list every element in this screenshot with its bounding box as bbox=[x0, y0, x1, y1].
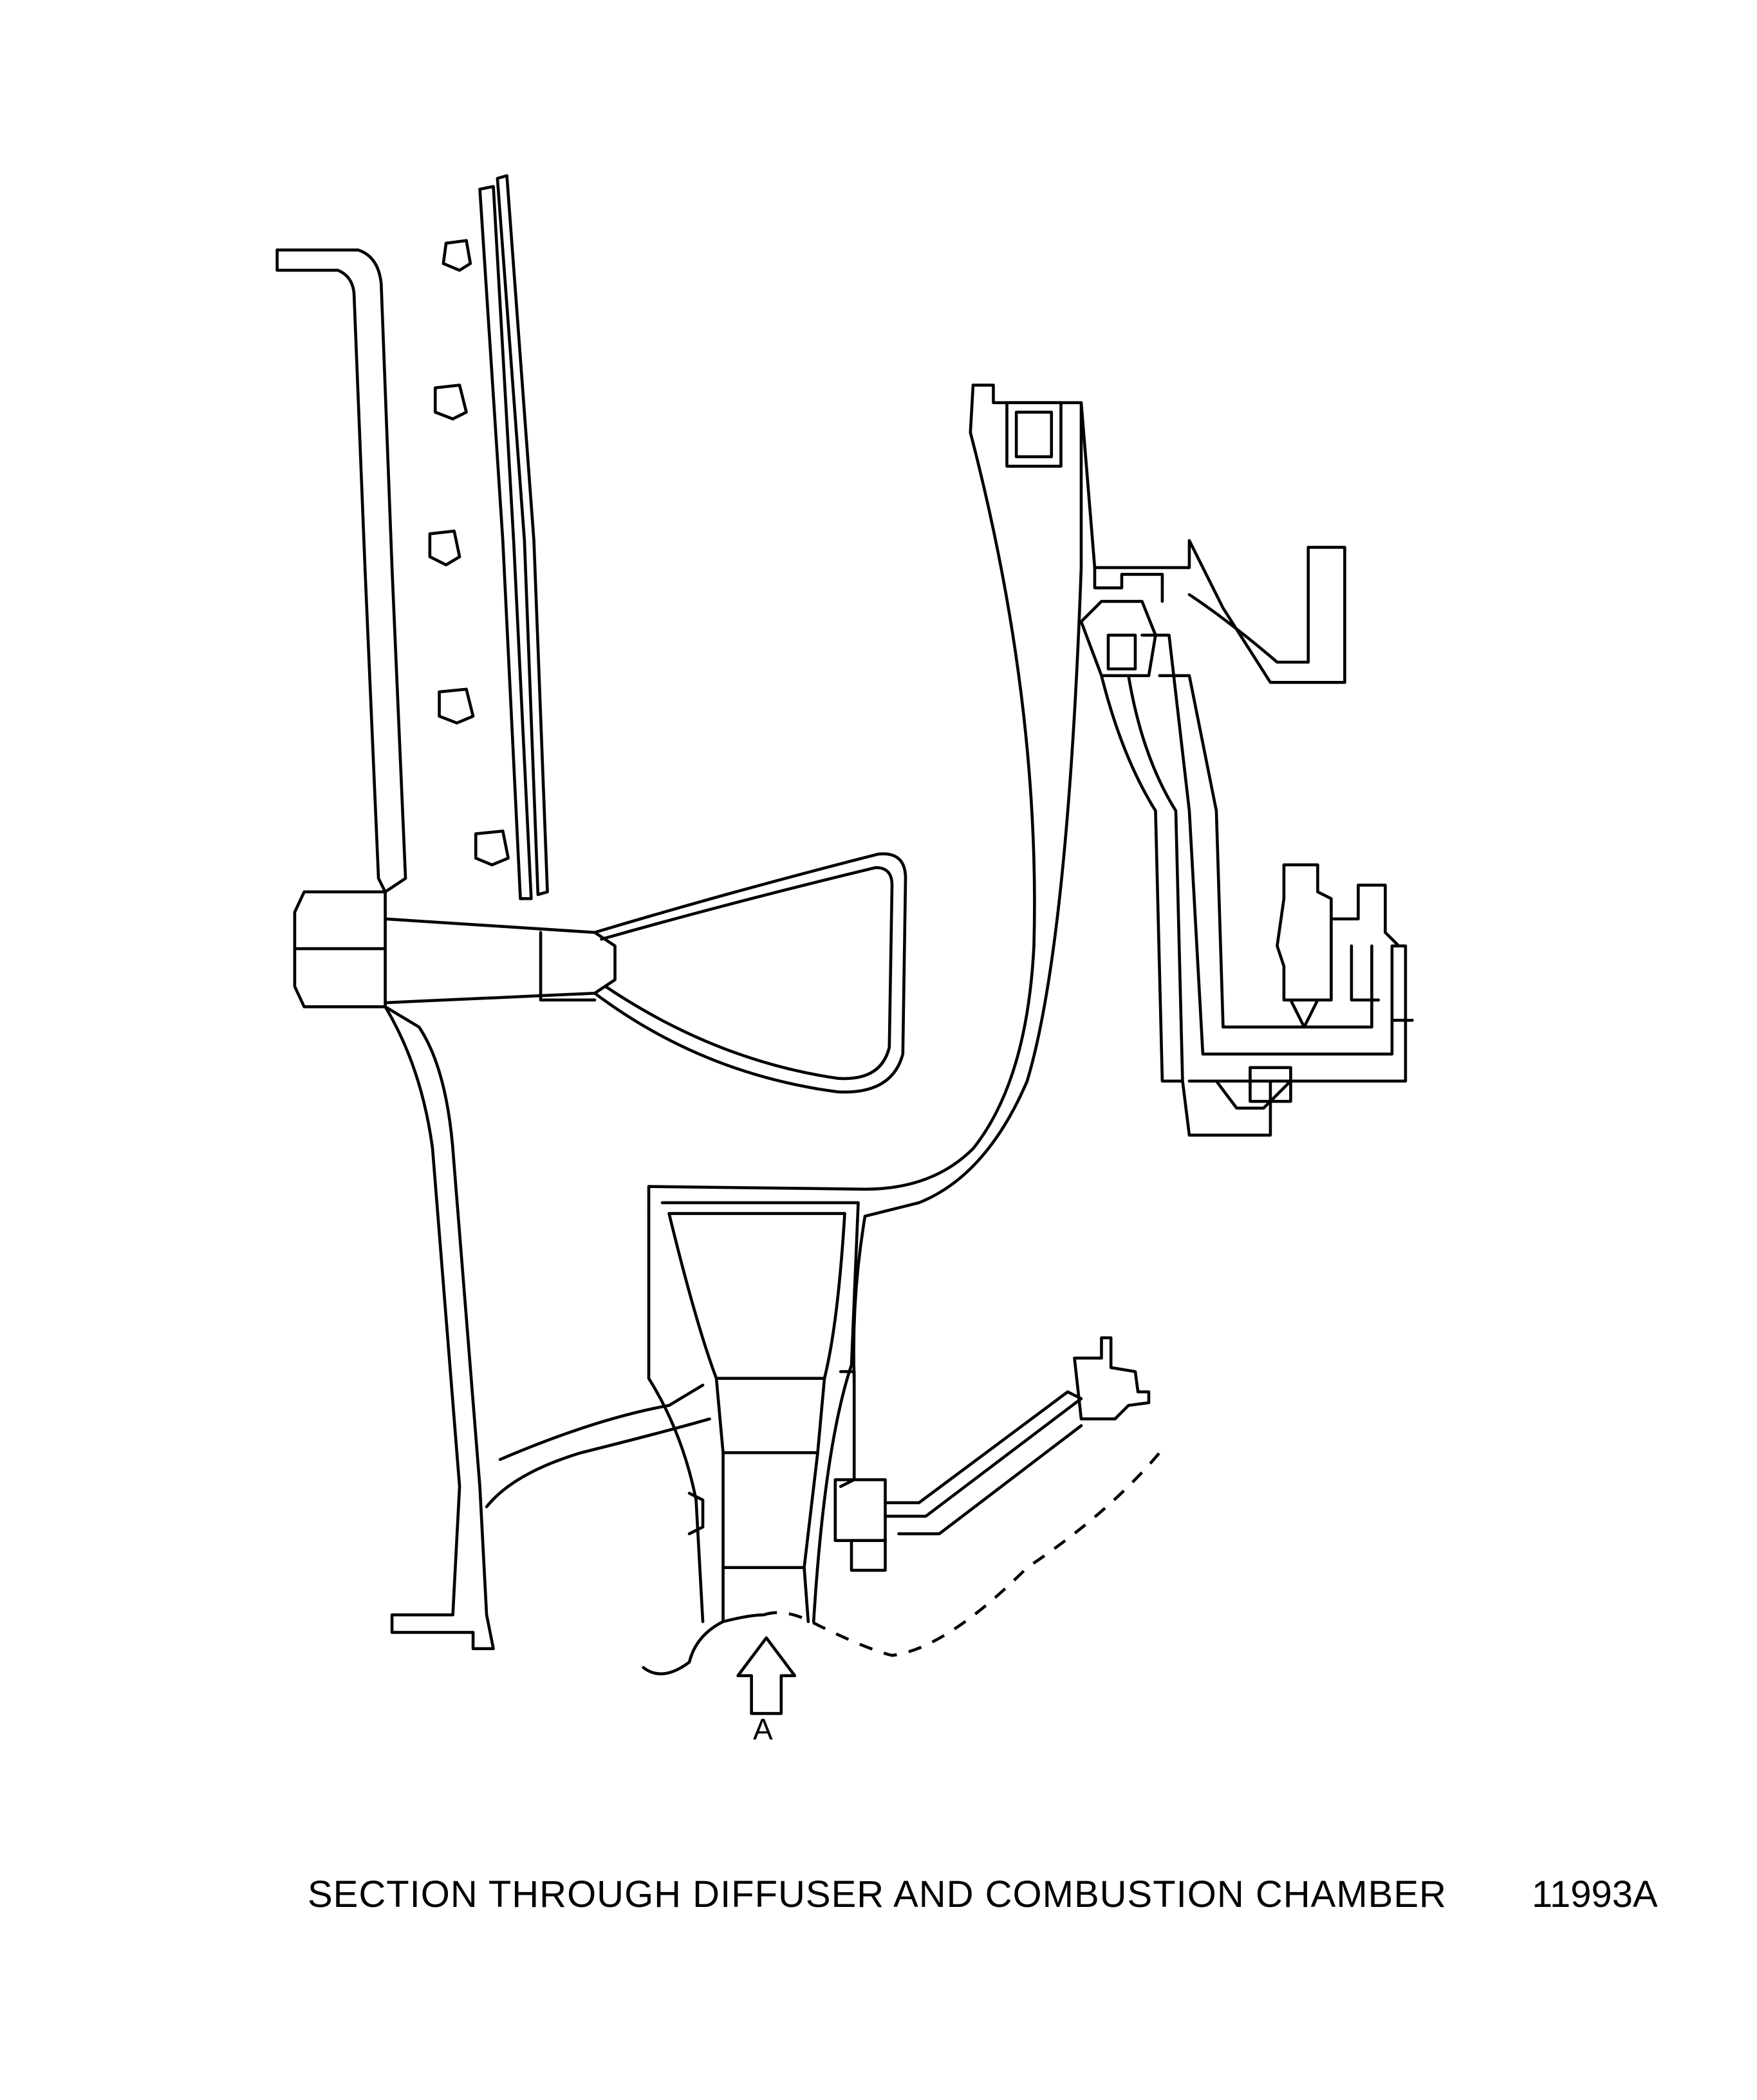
stator-vanes bbox=[428, 174, 549, 900]
break-line bbox=[642, 1451, 1161, 1676]
figure-caption: SECTION THROUGH DIFFUSER AND COMBUSTION … bbox=[308, 1873, 1447, 1915]
flow-arrow-icon bbox=[736, 1636, 797, 1715]
arrow-label: A bbox=[753, 1713, 773, 1746]
combustion-chamber-assembly bbox=[1079, 401, 1414, 1137]
outer-casing bbox=[275, 248, 711, 1650]
fuel-fitting bbox=[833, 1336, 1151, 1572]
diffuser-strut bbox=[384, 852, 907, 1094]
diffuser-passage bbox=[647, 1201, 860, 1624]
hex-nut bbox=[293, 890, 387, 1008]
figure-number: 11993A bbox=[1532, 1873, 1658, 1915]
combustion-casing bbox=[647, 384, 1083, 1380]
